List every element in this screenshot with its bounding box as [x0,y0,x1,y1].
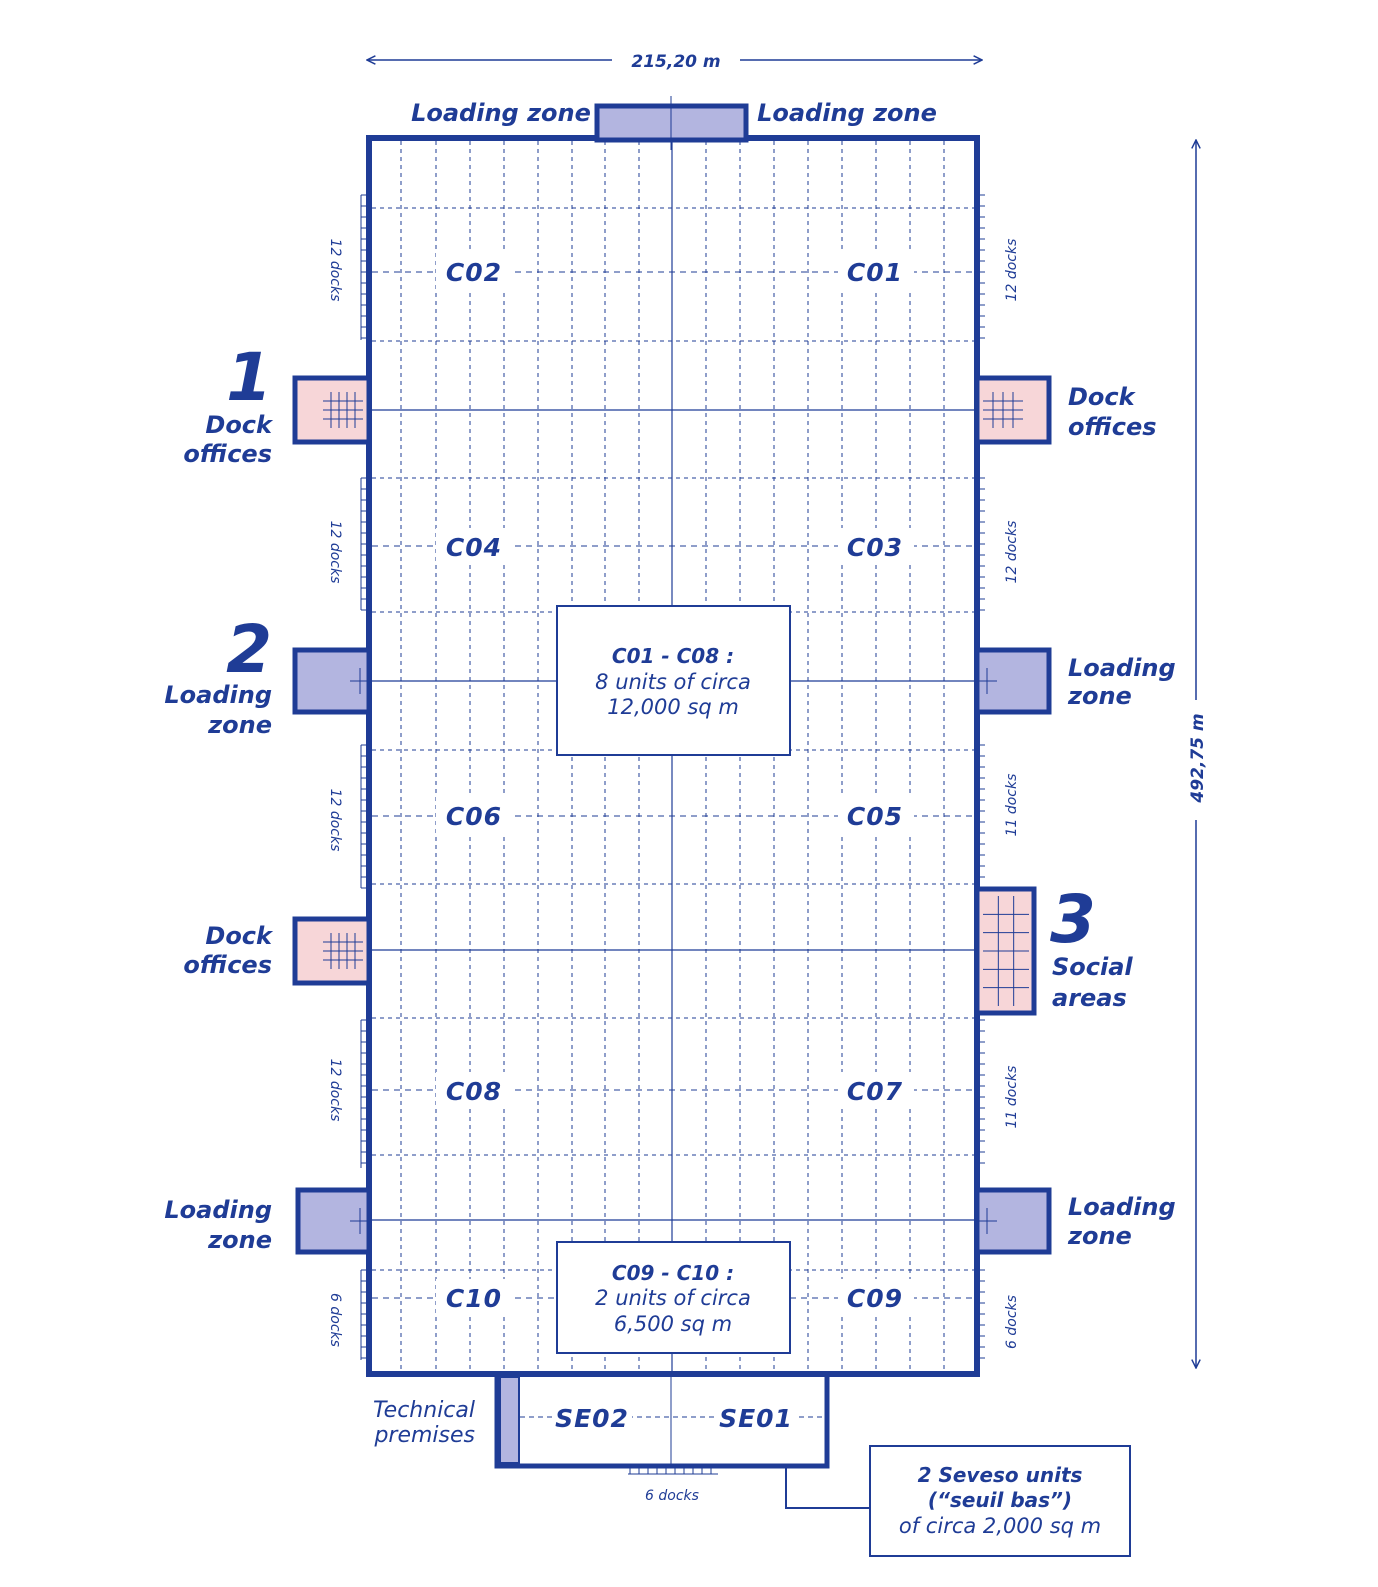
unit-c04: C04 [446,533,502,562]
right-loading-2-line1: Loading [1068,1193,1176,1221]
width-dimension: 215,20 m [367,52,982,72]
right-number-3: 3 [1050,881,1096,958]
right-loading-1-line1: Loading [1068,654,1176,682]
summary-2-title: C09 - C10 : [612,1261,734,1285]
left-loading-2-line1: Loading [164,681,272,709]
right-docks-label-5: 6 docks [1004,1295,1020,1349]
unit-labels: C02 C01 C04 C03 C06 C05 C08 C07 C10 C09 … [436,253,914,1434]
unit-se01: SE01 [719,1404,793,1433]
summary-2-line1: 2 units of circa [595,1286,751,1310]
technical-premises-line1: Technical [373,1398,475,1423]
left-number-1: 1 [226,339,272,416]
right-loading-1-line2: zone [1067,682,1132,710]
seveso-callout-box [869,1445,1131,1557]
seveso-callout-leader [785,1466,870,1509]
unit-se02: SE02 [555,1404,629,1433]
left-docks-label-2: 12 docks [327,521,343,584]
right-social-line2: areas [1052,984,1127,1012]
left-dock-offices-1-line2: offices [183,440,272,468]
summary-2-line2: 6,500 sq m [614,1312,732,1336]
unit-c01: C01 [847,258,903,287]
bottom-docks-label: 6 docks [645,1488,699,1504]
left-docks-label-5: 6 docks [327,1293,343,1347]
right-docks-label-4: 11 docks [1004,1066,1020,1129]
summary-1-line2: 12,000 sq m [607,695,739,719]
right-dock-offices-line1: Dock [1068,383,1137,411]
top-loading-zone-left-label: Loading zone [411,99,591,127]
seveso-line3: of circa 2,000 sq m [899,1514,1101,1538]
unit-c10: C10 [446,1284,502,1313]
summary-box-c01-c08 [556,605,791,756]
right-social-line1: Social [1052,953,1133,981]
left-dock-offices-1-line1: Dock [205,411,274,439]
left-dock-offices-2-line2: offices [183,951,272,979]
summary-1-line1: 8 units of circa [595,670,751,694]
height-dimension: 492,75 m [1188,140,1208,1368]
seveso-line2: (“seuil bas”) [928,1488,1072,1512]
left-docks-label-4: 12 docks [327,1059,343,1122]
right-loading-2-line2: zone [1067,1222,1132,1250]
summary-box-c09-c10 [556,1241,791,1354]
unit-c03: C03 [847,533,903,562]
left-docks-label-1: 12 docks [327,239,343,302]
right-loading-zone-block-2 [974,1187,1052,1255]
annex-detail-lines [323,392,1029,1234]
seveso-line1: 2 Seveso units [918,1463,1083,1487]
unit-c02: C02 [446,258,502,287]
unit-c06: C06 [446,802,502,831]
left-loading-3-line2: zone [207,1226,272,1254]
right-dock-offices-line2: offices [1068,413,1157,441]
width-label: 215,20 m [631,52,720,72]
left-docks-label-3: 12 docks [327,789,343,852]
right-docks-label-3: 11 docks [1004,774,1020,837]
left-loading-2-line2: zone [207,711,272,739]
top-loading-zone-right-label: Loading zone [757,99,937,127]
summary-1-title: C01 - C08 : [612,644,734,668]
right-docks-label-1: 12 docks [1004,239,1020,302]
seveso-building-outline [494,1371,830,1469]
unit-c07: C07 [847,1077,903,1106]
unit-c05: C05 [847,802,903,831]
technical-premises-block [499,1376,520,1464]
technical-premises-line2: premises [373,1423,475,1448]
unit-c09: C09 [847,1284,903,1313]
left-number-2: 2 [226,611,272,688]
right-docks-label-2: 12 docks [1004,521,1020,584]
unit-c08: C08 [446,1077,502,1106]
left-loading-3-line1: Loading [164,1196,272,1224]
left-dock-offices-2-line1: Dock [205,922,274,950]
height-label: 492,75 m [1188,713,1208,803]
dock-markers [360,194,985,1475]
